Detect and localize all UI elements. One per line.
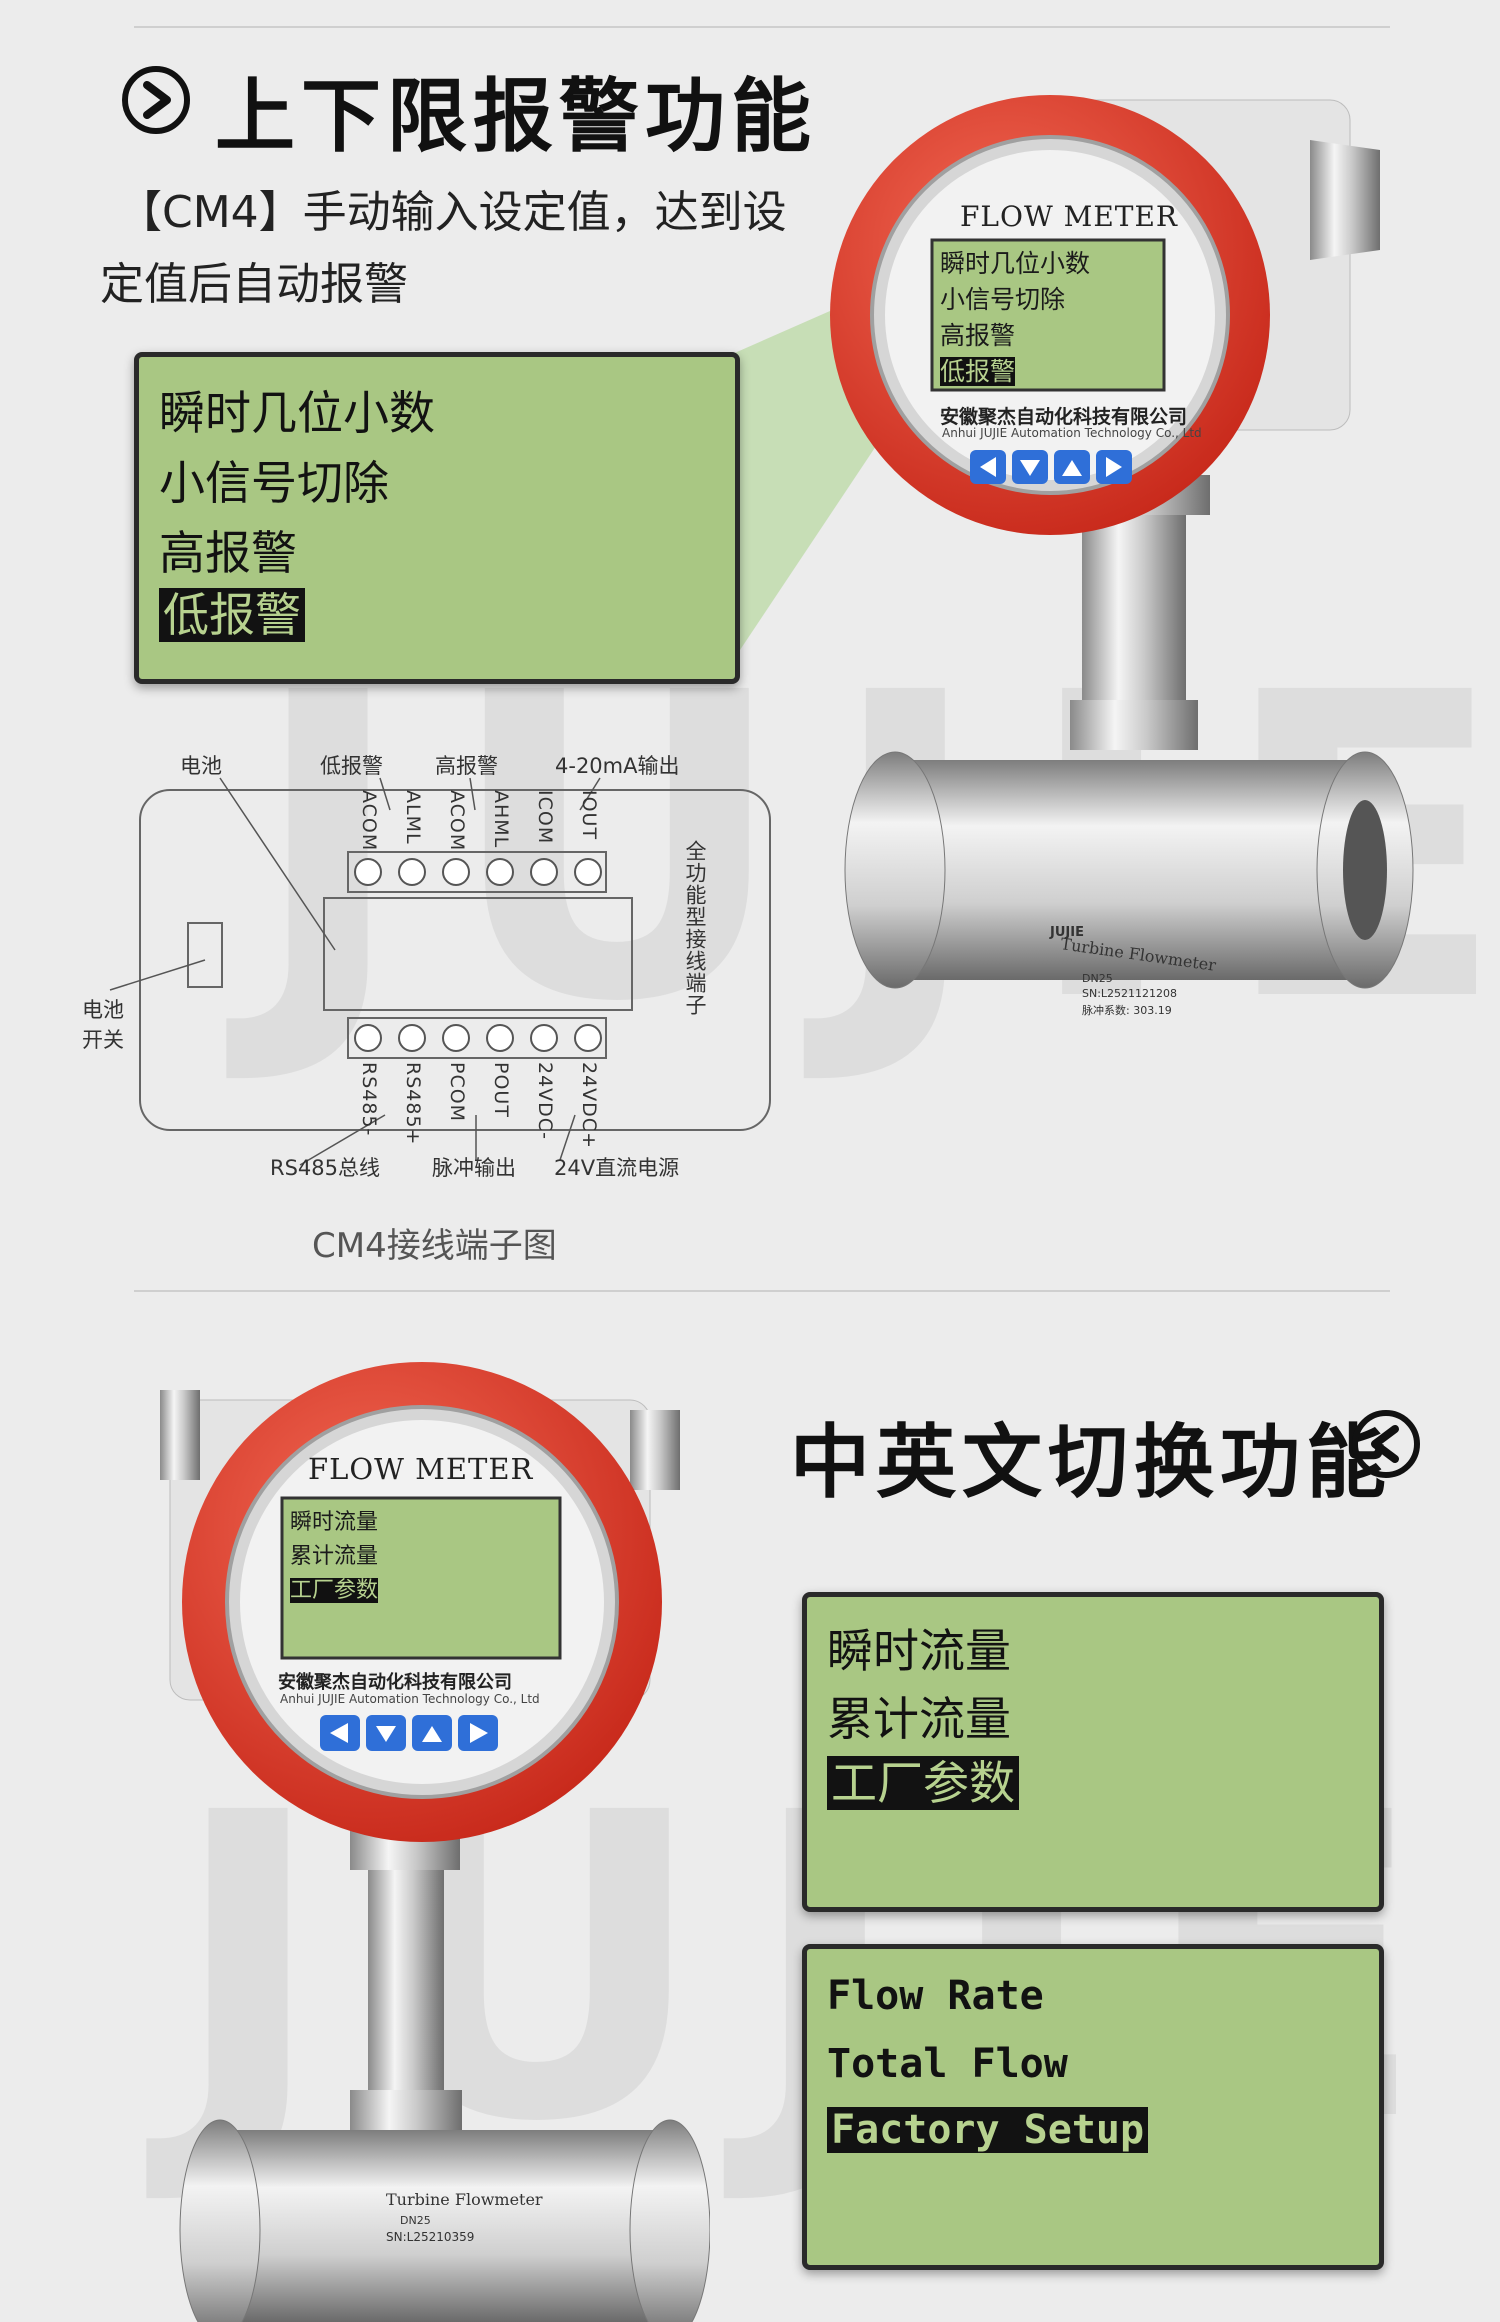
lcd-line-selected: 工厂参数 bbox=[827, 1756, 1019, 1810]
wiring-label-ma-output: 4-20mA输出 bbox=[555, 754, 680, 778]
wiring-diagram bbox=[109, 777, 771, 1166]
nameplate-coef: 脉冲系数: 303.19 bbox=[1082, 1004, 1172, 1017]
terminal-label: 24VDC+ bbox=[578, 1062, 600, 1149]
lcd-line: 瞬时流量 bbox=[827, 1624, 1011, 1678]
arrow-left-icon bbox=[1352, 1410, 1420, 1478]
nameplate-logo: JUJIE bbox=[1050, 925, 1084, 940]
device-company-en: Anhui JUJIE Automation Technology Co., L… bbox=[280, 1692, 540, 1706]
terminal-label: 24VDC- bbox=[534, 1062, 556, 1140]
section-divider bbox=[134, 1290, 1390, 1292]
flow-meter-device-2: FLOW METER 瞬时流量 累计流量 工厂参数 安徽聚杰自动化科技有限公司 … bbox=[150, 1330, 710, 2322]
wiring-label-battery: 电池 bbox=[180, 754, 222, 778]
device-brand: FLOW METER bbox=[960, 200, 1178, 233]
section2-lcd-english: Flow Rate Total Flow Factory Setup bbox=[802, 1944, 1384, 2270]
section1-desc-line1: 【CM4】手动输入设定值，达到设 bbox=[118, 187, 787, 238]
wiring-label-rs485: RS485总线 bbox=[270, 1156, 381, 1180]
lcd-line-selected: 低报警 bbox=[159, 588, 305, 642]
lcd-line: 高报警 bbox=[159, 526, 297, 580]
lcd-line: Total Flow bbox=[827, 2041, 1068, 2087]
terminal-label: AHML bbox=[490, 790, 512, 849]
device-company-en: Anhui JUJIE Automation Technology Co., L… bbox=[942, 426, 1202, 440]
terminal-label: RS485- bbox=[358, 1062, 380, 1137]
terminal-label: PCOM bbox=[446, 1062, 468, 1123]
wiring-label-pulse: 脉冲输出 bbox=[432, 1156, 516, 1180]
nameplate-name: Turbine Flowmeter bbox=[386, 2190, 543, 2209]
terminal-label: ACOM bbox=[358, 790, 380, 852]
device-screen-text: 瞬时流量 累计流量 工厂参数 bbox=[290, 1510, 379, 1603]
wiring-label-low-alarm: 低报警 bbox=[320, 754, 383, 778]
wiring-label-battery-switch: 电池 开关 bbox=[82, 998, 124, 1052]
section1-lcd-zoom: 瞬时几位小数 小信号切除 高报警 低报警 bbox=[134, 352, 740, 684]
nameplate-dn: DN25 bbox=[400, 2214, 431, 2227]
nameplate-sn: SN:L2521121208 bbox=[1082, 987, 1178, 1000]
lcd-line: 累计流量 bbox=[827, 1692, 1011, 1746]
device-illustration bbox=[830, 95, 1414, 989]
terminal-label: POUT bbox=[490, 1062, 512, 1118]
section1-desc-line2: 定值后自动报警 bbox=[100, 259, 408, 310]
device-company-cn: 安徽聚杰自动化科技有限公司 bbox=[940, 406, 1188, 428]
device-screen-text: 瞬时几位小数 小信号切除 高报警 低报警 bbox=[940, 249, 1091, 386]
wiring-label-high-alarm: 高报警 bbox=[435, 754, 498, 778]
wiring-label-side: 全功能型接线端子 bbox=[683, 840, 707, 1016]
section2-lcd-chinese: 瞬时流量 累计流量 工厂参数 bbox=[802, 1592, 1384, 1912]
wiring-caption: CM4接线端子图 bbox=[312, 1226, 557, 1266]
terminal-label: ALML bbox=[402, 790, 424, 845]
device-brand: FLOW METER bbox=[308, 1452, 534, 1486]
flow-meter-device-1: FLOW METER 瞬时几位小数 小信号切除 高报警 低报警 安徽聚杰自动化科… bbox=[820, 80, 1420, 1140]
lcd-line-selected: Factory Setup bbox=[827, 2107, 1149, 2153]
device-company-cn: 安徽聚杰自动化科技有限公司 bbox=[278, 1672, 512, 1693]
terminal-label: ICOM bbox=[534, 790, 556, 845]
nameplate-dn: DN25 bbox=[1082, 972, 1113, 985]
terminal-label: ACOM bbox=[446, 790, 468, 852]
section1-title: 上下限报警功能 bbox=[215, 70, 817, 163]
arrow-right-icon bbox=[122, 66, 190, 134]
lcd-line: 瞬时几位小数 bbox=[159, 386, 435, 440]
wiring-label-power: 24V直流电源 bbox=[554, 1156, 680, 1180]
top-divider bbox=[134, 26, 1390, 28]
lcd-line: Flow Rate bbox=[827, 1973, 1044, 2019]
terminal-label: IOUT bbox=[578, 790, 600, 841]
lcd-line: 小信号切除 bbox=[159, 456, 389, 510]
nameplate-sn: SN:L25210359 bbox=[386, 2230, 475, 2244]
terminal-label: RS485+ bbox=[402, 1062, 424, 1146]
section2-title: 中英文切换功能 bbox=[790, 1416, 1392, 1509]
